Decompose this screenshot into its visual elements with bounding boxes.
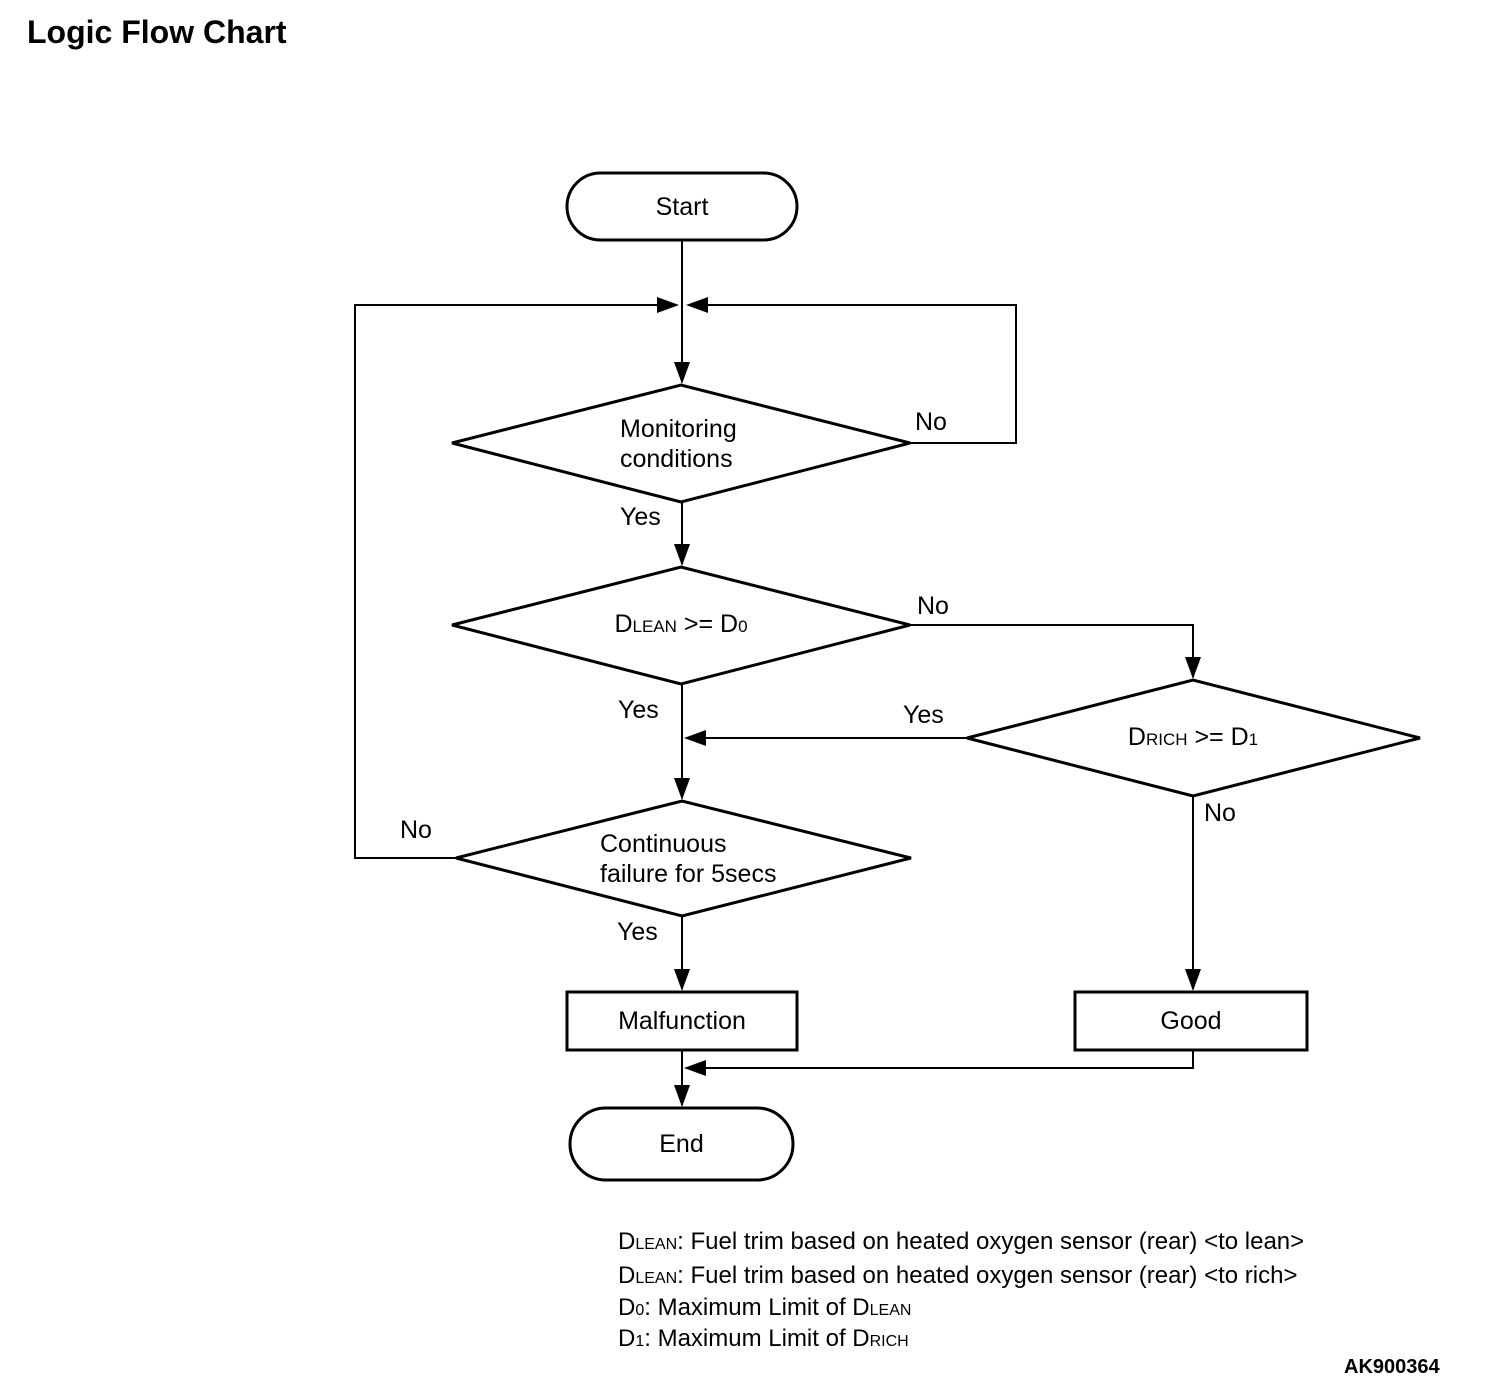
- edge-continuous-no-loop: [354, 304, 668, 859]
- arrowhead-good-join-icon: [684, 1060, 706, 1076]
- continuous-no-label: No: [400, 816, 432, 844]
- malfunction-node-label: Malfunction: [618, 1007, 746, 1035]
- arrowhead-junction-left-icon: [686, 297, 708, 313]
- monitoring-yes-label: Yes: [620, 503, 661, 531]
- arrowhead-into-malfunction-icon: [674, 969, 690, 991]
- arrowhead-into-end-icon: [674, 1085, 690, 1107]
- monitoring-decision-shape: [451, 383, 911, 504]
- page-title: Logic Flow Chart: [27, 14, 287, 50]
- edge-good-to-end: [706, 1050, 1194, 1069]
- figure-code: AK900364: [1344, 1356, 1440, 1378]
- legend-line-2: DLEAN: Fuel trim based on heated oxygen …: [618, 1262, 1298, 1289]
- legend-line-1: DLEAN: Fuel trim based on heated oxygen …: [618, 1228, 1305, 1255]
- arrowhead-into-monitoring-icon: [674, 362, 690, 384]
- edge-dlean-no: [910, 624, 1194, 677]
- legend-line-3: D0: Maximum Limit of DLEAN: [618, 1294, 912, 1321]
- malfunction-process-shape: [565, 990, 799, 1052]
- end-terminator-shape: [568, 1106, 795, 1182]
- good-node-label: Good: [1160, 1007, 1222, 1035]
- arrowhead-into-drich-icon: [1185, 657, 1201, 679]
- dlean-yes-label: Yes: [618, 696, 659, 724]
- monitoring-node-label: Monitoring conditions: [620, 415, 737, 473]
- monitoring-no-label: No: [915, 408, 947, 436]
- drich-yes-label: Yes: [903, 701, 944, 729]
- dlean-no-label: No: [917, 592, 949, 620]
- dlean-node-label: DLEAN >= D0: [614, 609, 748, 638]
- drich-no-label: No: [1204, 799, 1236, 827]
- good-process-shape: [1073, 990, 1309, 1052]
- continuous-node-label: Continuous failure for 5secs: [600, 830, 777, 888]
- arrowhead-into-dlean-icon: [674, 544, 690, 566]
- drich-decision-shape: [966, 678, 1421, 798]
- dlean-decision-shape: [451, 565, 911, 686]
- arrowhead-junction-right-icon: [657, 297, 679, 313]
- start-terminator-shape: [565, 171, 799, 242]
- start-node-label: Start: [655, 192, 709, 221]
- edge-monitoring-no-loop: [697, 304, 1017, 444]
- drich-node-label: DRICH >= D1: [1127, 722, 1259, 751]
- continuous-decision-shape: [455, 799, 912, 918]
- arrowhead-drich-yes-icon: [684, 730, 706, 746]
- legend-line-4: D1: Maximum Limit of DRICH: [618, 1325, 909, 1352]
- arrowhead-into-continuous-icon: [674, 778, 690, 800]
- end-node-label: End: [659, 1130, 704, 1158]
- continuous-yes-label: Yes: [617, 918, 658, 946]
- arrowhead-into-good-icon: [1185, 969, 1201, 991]
